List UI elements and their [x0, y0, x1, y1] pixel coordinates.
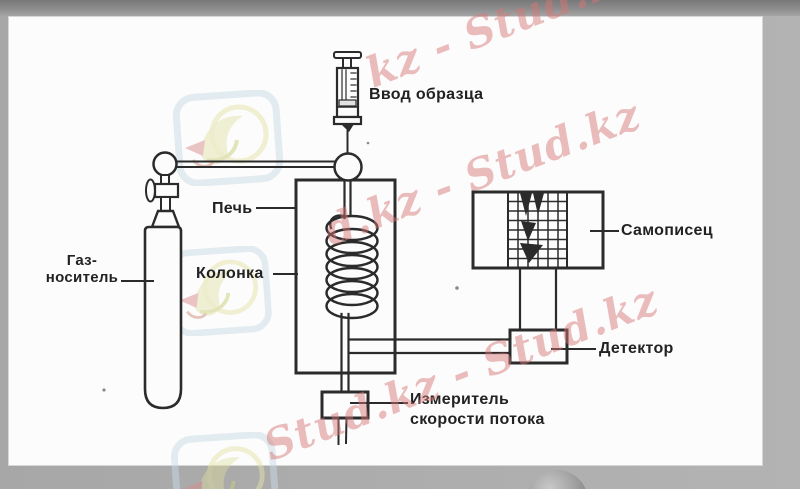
carrier-gas-tube: [175, 160, 337, 168]
label-column: Колонка: [196, 265, 264, 282]
label-oven: Печь: [212, 200, 253, 217]
label-carrier-gas: Газ- носитель: [38, 252, 126, 286]
column-to-detector-tubes: [347, 338, 512, 355]
leader-lines: [121, 207, 619, 404]
flow-meter-box: [320, 390, 370, 445]
label-carrier-gas-line2: носитель: [45, 269, 119, 286]
detector-recorder-leads: [518, 266, 558, 332]
label-flow-meter-line1: Измеритель: [410, 391, 510, 408]
label-recorder: Самописец: [621, 222, 713, 239]
chromatogram-trace: [520, 193, 544, 263]
pressure-regulator: [145, 151, 180, 213]
label-flow-meter-line2: скорости потока: [410, 411, 545, 428]
recorder-box: [471, 190, 605, 270]
column-coil: [325, 178, 379, 394]
gray-sphere-decoration: [526, 470, 588, 489]
scanner-top-strip: [0, 0, 800, 16]
syringe: [332, 51, 363, 155]
label-detector: Детектор: [599, 340, 674, 357]
scan-specks: [102, 141, 459, 392]
injection-port: [333, 152, 363, 182]
detector-box: [508, 328, 569, 365]
label-sample-inlet: Ввод образца: [369, 86, 484, 103]
label-carrier-gas-line1: Газ-: [66, 252, 98, 269]
label-flow-meter: Измеритель скорости потока: [410, 390, 545, 430]
gas-cylinder: [143, 209, 183, 410]
